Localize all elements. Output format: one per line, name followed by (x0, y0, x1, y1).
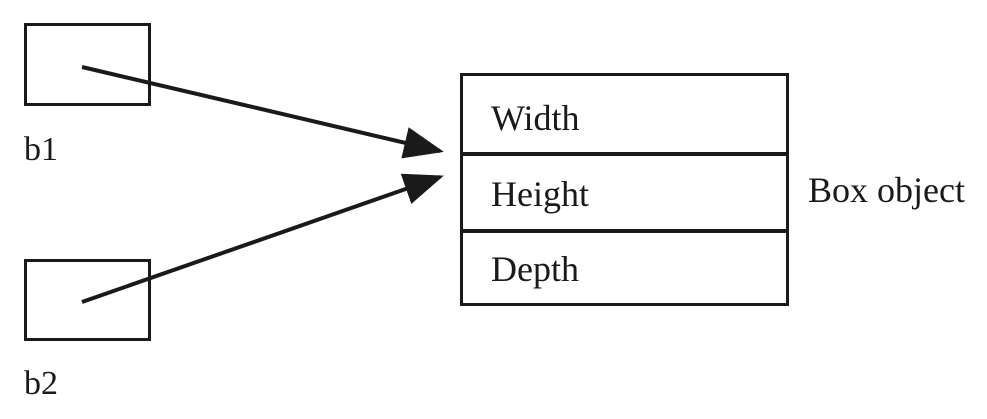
arrow-b2-to-object (81, 173, 444, 304)
field-depth: Depth (463, 233, 786, 303)
reference-b1-label: b1 (24, 131, 58, 168)
box-object-label: Box object (808, 170, 965, 210)
reference-b1-box (24, 23, 151, 106)
field-depth-label: Depth (491, 249, 579, 289)
field-width-label: Width (491, 98, 580, 138)
box-object: Width Height Depth (460, 73, 789, 306)
field-height: Height (463, 156, 786, 233)
reference-b2-label: b2 (24, 365, 58, 402)
field-width: Width (463, 76, 786, 156)
field-height-label: Height (491, 174, 589, 214)
arrow-b1-to-object (81, 65, 444, 159)
